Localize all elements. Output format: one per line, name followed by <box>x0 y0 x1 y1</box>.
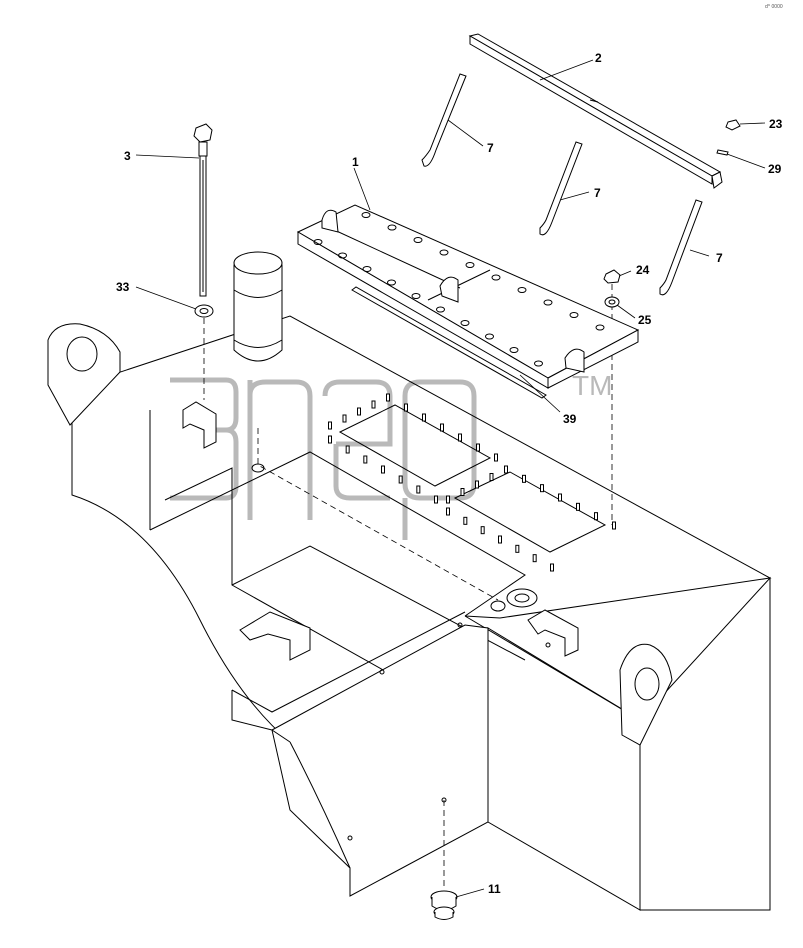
tank-holes <box>347 622 551 841</box>
mounting-studs <box>328 393 616 572</box>
stud <box>363 455 368 464</box>
stud <box>522 474 526 483</box>
callout-7-middle: 7 <box>594 186 601 200</box>
callout-7-right: 7 <box>716 251 723 265</box>
bolt-hole <box>460 320 470 326</box>
stud <box>498 535 502 544</box>
callout-33: 33 <box>116 280 130 294</box>
stud <box>504 465 508 474</box>
stud <box>371 400 376 409</box>
stud <box>404 403 408 412</box>
bolt-hole <box>361 212 371 218</box>
bolt-hole <box>534 360 543 367</box>
stud <box>398 475 403 484</box>
callout-1: 1 <box>352 155 359 169</box>
stud <box>342 414 347 423</box>
lifting-eye-right <box>619 643 673 746</box>
stud <box>550 563 554 572</box>
callout-23: 23 <box>769 117 783 131</box>
stud <box>328 421 332 430</box>
part-3-dipstick <box>193 123 213 297</box>
part-1-cover-plate <box>296 204 640 389</box>
tank-body <box>71 315 772 911</box>
callout-29: 29 <box>768 162 782 176</box>
filler-port-small <box>251 463 265 473</box>
watermark-logo: TM <box>170 370 612 540</box>
bolt-hole <box>413 237 423 243</box>
stud <box>515 544 520 553</box>
stud <box>489 473 494 481</box>
part-33-washer <box>194 304 214 318</box>
leader-lines <box>135 59 766 898</box>
stud <box>463 516 468 525</box>
bolt-hole <box>313 239 323 245</box>
stud <box>460 488 465 496</box>
stud <box>422 413 426 422</box>
bolt-hole <box>543 299 553 306</box>
callout-3: 3 <box>124 149 131 163</box>
bolt-hole <box>491 274 501 281</box>
tank-brackets <box>182 401 579 661</box>
stud <box>480 526 485 535</box>
stud <box>440 423 444 432</box>
stud <box>494 453 498 462</box>
stud <box>381 465 385 474</box>
stud <box>540 484 544 493</box>
bolt-hole <box>436 306 445 313</box>
stud <box>416 485 421 494</box>
callout-39: 39 <box>563 412 577 426</box>
bolt-hole <box>465 262 475 268</box>
bolt-hole <box>362 266 372 272</box>
callout-11: 11 <box>488 882 501 896</box>
part-29-pin <box>716 149 729 156</box>
bolt-hole <box>387 224 397 231</box>
bolt-hole <box>439 249 449 256</box>
bolt-hole <box>411 293 421 299</box>
stud <box>532 554 537 563</box>
part-23-nut <box>725 119 741 131</box>
filler-port <box>490 600 506 612</box>
bolt-hole <box>485 333 494 340</box>
bolt-hole <box>517 287 527 293</box>
bolt-hole <box>338 252 347 259</box>
callout-7-upper: 7 <box>487 141 494 155</box>
stud <box>458 433 462 442</box>
tank-openings <box>251 404 607 612</box>
part-7-hook-rods <box>421 73 703 296</box>
stud <box>446 495 450 504</box>
callout-24: 24 <box>636 263 650 277</box>
stud <box>386 393 390 402</box>
part-39-gasket <box>351 286 547 399</box>
stud <box>594 512 598 521</box>
trademark-mark: TM <box>572 370 612 401</box>
bolt-hole <box>595 324 605 331</box>
callout-25: 25 <box>638 313 652 327</box>
cover-plate-holes <box>313 212 605 367</box>
stud <box>446 507 450 516</box>
bolt-hole <box>387 279 396 286</box>
stud <box>357 407 361 416</box>
callout-labels: 1 2 3 7 7 7 11 23 24 25 29 33 39 <box>116 51 783 896</box>
stud <box>345 445 350 454</box>
stud <box>434 495 438 504</box>
filler-flange <box>506 588 538 608</box>
stud <box>612 521 616 530</box>
filter-element <box>233 251 283 362</box>
bolt-hole <box>509 347 519 353</box>
part-11-drain-plug <box>430 890 458 920</box>
callout-2: 2 <box>595 51 602 65</box>
part-24-nut <box>603 269 621 284</box>
bolt-hole <box>569 312 579 318</box>
corner-code: d^ 0000 <box>765 4 783 10</box>
part-25-washer <box>604 296 620 308</box>
part-2-rail <box>468 33 723 189</box>
stud <box>576 502 580 511</box>
stud <box>328 435 332 444</box>
stud <box>476 443 480 452</box>
stud <box>558 493 562 502</box>
stud <box>475 480 479 489</box>
lifting-eye-left <box>47 323 121 426</box>
